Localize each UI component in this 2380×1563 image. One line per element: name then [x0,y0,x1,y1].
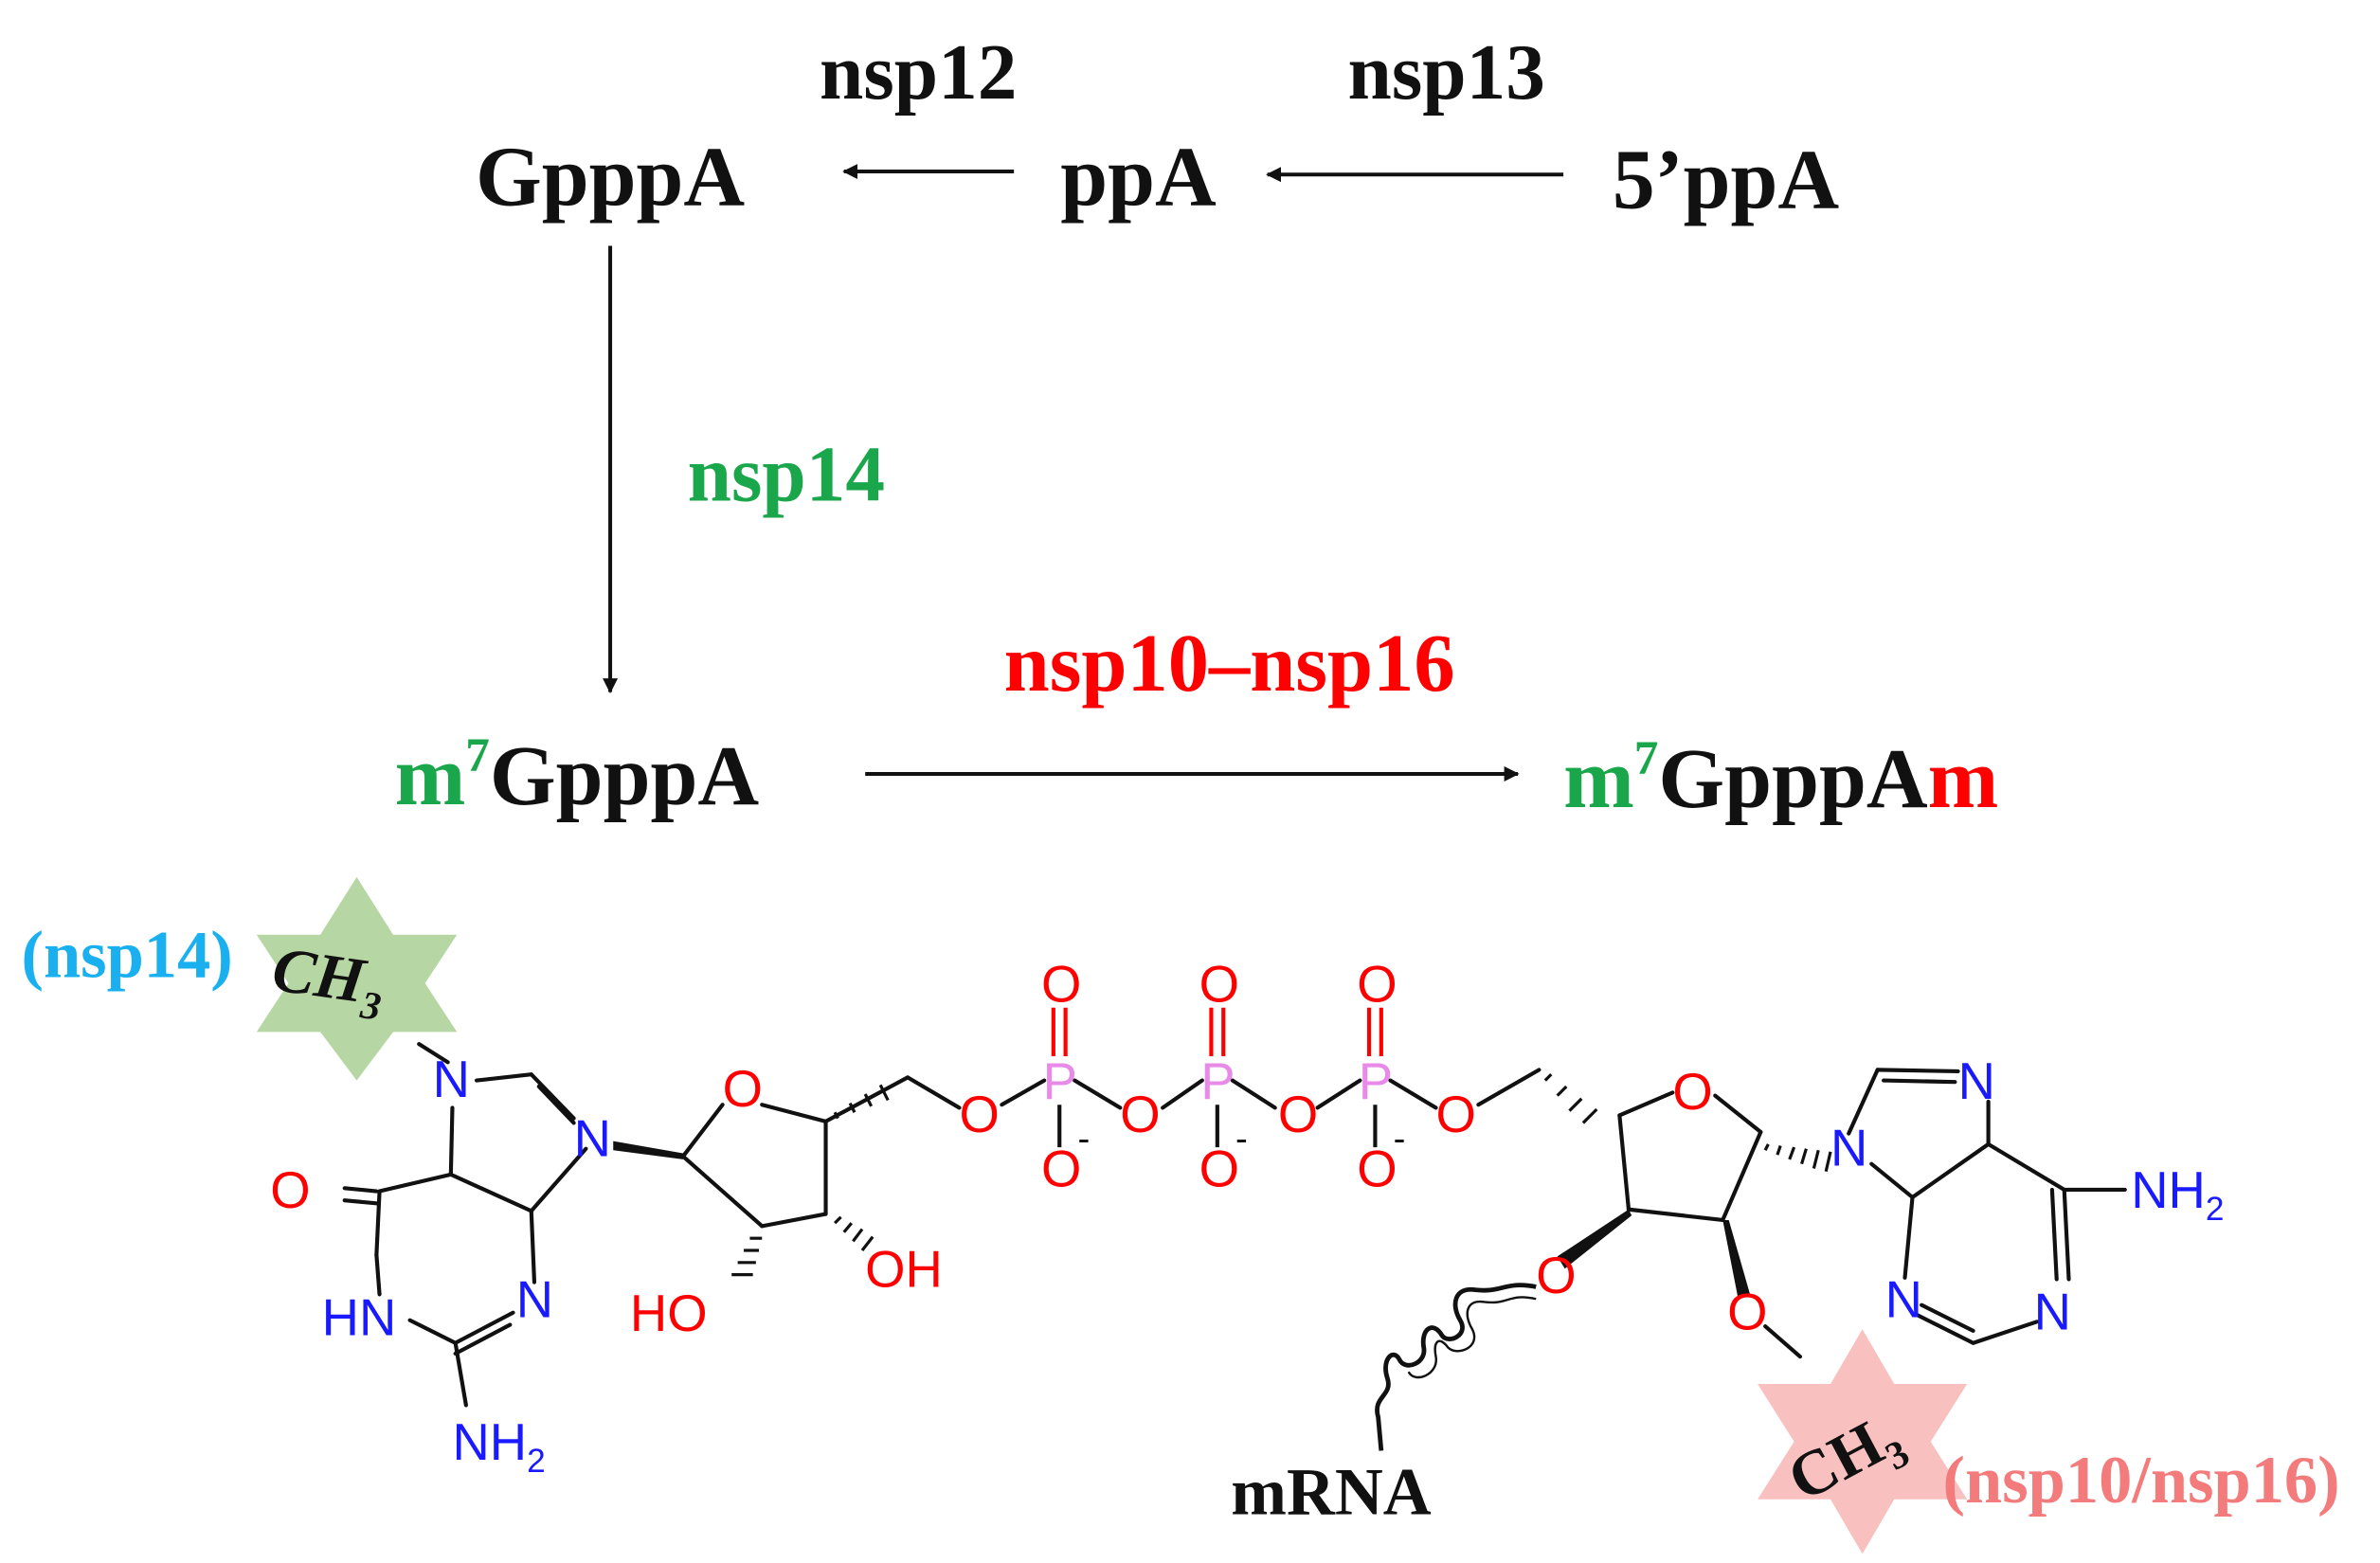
m7-prefix-2: m [1563,732,1634,826]
stereo-bonds [613,1073,1832,1298]
ch3-star-nsp14 [256,876,458,1081]
atom-nh2-guanine: NH2 [452,1413,545,1480]
atom-pb: P [1200,1052,1235,1110]
bond-skeleton [342,1042,2127,1408]
atom-nh2-adenine: NH2 [2131,1161,2224,1228]
nh-subscript: 2 [527,1443,546,1480]
atom-n9-guanine: N [574,1110,611,1168]
atom-o-pa-double: O [1041,955,1081,1013]
atom-o4-left: O [723,1060,763,1118]
right-ribose-atoms: O O O [1536,1063,1767,1340]
guanine-atoms: N N O HN N NH2 [270,1051,611,1480]
atom-n1-adenine: N [2034,1283,2071,1340]
atom-n3-adenine: N [1885,1270,1922,1328]
atom-o-pg-double: O [1357,955,1397,1013]
left-ribose-atoms: O HO OH [630,1060,943,1342]
enzyme-nsp13-label: nsp13 [1348,29,1545,117]
m7-prefix: m [395,729,466,823]
mrna-chain-outline [1407,1296,1537,1378]
atom-o6-guanine: O [270,1161,310,1219]
atom-n3-guanine: N [516,1270,553,1328]
cap-structure: N N O HN N NH2 O HO OH O O P O - O O P O… [22,876,2340,1554]
atom-o-bridge-1: O [1120,1086,1160,1143]
phosphate-single-bonds [1057,1105,1378,1148]
nh-subscript-adenine: 2 [2206,1191,2225,1228]
atom-o5-right: O [1436,1086,1476,1143]
atom-o-pb-minus: O [1199,1141,1239,1198]
ch3-main-1: CH [268,933,371,1016]
atom-pa: P [1043,1052,1077,1110]
gpppa-label: GpppA [476,130,745,224]
atom-ho2-left: HO [630,1285,708,1342]
pathway: nsp12 nsp13 GpppA ppA 5’ppA nsp14 nsp10–… [395,29,1999,826]
enzyme-nsp14-label: nsp14 [688,432,885,519]
atom-o3-right: O [1536,1247,1576,1304]
mrna-label: mRNA [1231,1456,1431,1530]
m7gpppam-m-suffix: m [1928,732,1999,826]
charge-pg: - [1394,1118,1406,1159]
atom-n7-guanine: N [433,1051,470,1108]
enzyme-nsp12-label: nsp12 [820,29,1017,117]
m7-superscript: 7 [465,728,490,782]
mrna-chain [1375,1283,1537,1451]
atom-n7-adenine: N [1958,1052,1995,1110]
five-prime-ppa-label: 5’ppA [1613,133,1839,226]
phosphate-double-bonds [1051,1007,1383,1056]
atom-o-pa-minus: O [1041,1141,1081,1198]
atom-o2-right: O [1727,1283,1767,1340]
nh-text: NH [452,1413,527,1471]
charge-pb: - [1235,1118,1248,1159]
ch3-star-nsp10-16 [1758,1329,1968,1554]
m7gpppa-main: GpppA [490,729,759,823]
atom-o-pg-minus: O [1357,1141,1397,1198]
atom-o4-right: O [1672,1063,1712,1121]
atom-o-bridge-2: O [1278,1086,1318,1143]
atom-pg: P [1359,1052,1393,1110]
enzyme-nsp10-nsp16-label: nsp10–nsp16 [1004,618,1455,709]
atom-o5-left: O [960,1086,1000,1143]
triphosphate-atoms: O O P O - O O P O - O O P O - O [960,955,1476,1197]
atom-oh3-left: OH [865,1240,943,1298]
atom-o-pb-double: O [1199,955,1239,1013]
atom-hn1-guanine: HN [322,1289,397,1347]
nsp14-annotation: (nsp14) [22,919,233,993]
atom-n9-adenine: N [1830,1119,1867,1177]
m7gpppam-main: GpppA [1658,732,1927,826]
m7-superscript-2: 7 [1634,731,1659,785]
nh-text-adenine: NH [2131,1161,2206,1219]
ppa-label: ppA [1060,130,1217,224]
m7gpppam-label: m7GpppAm [1563,731,1998,826]
m7gpppa-label: m7GpppA [395,728,760,823]
adenine-atoms: N N N N NH2 [1830,1052,2224,1340]
nsp10-nsp16-annotation: (nsp10/nsp16) [1943,1444,2340,1518]
ch3-label-nsp14: CH3 [267,933,389,1030]
charge-pa: - [1077,1118,1090,1159]
